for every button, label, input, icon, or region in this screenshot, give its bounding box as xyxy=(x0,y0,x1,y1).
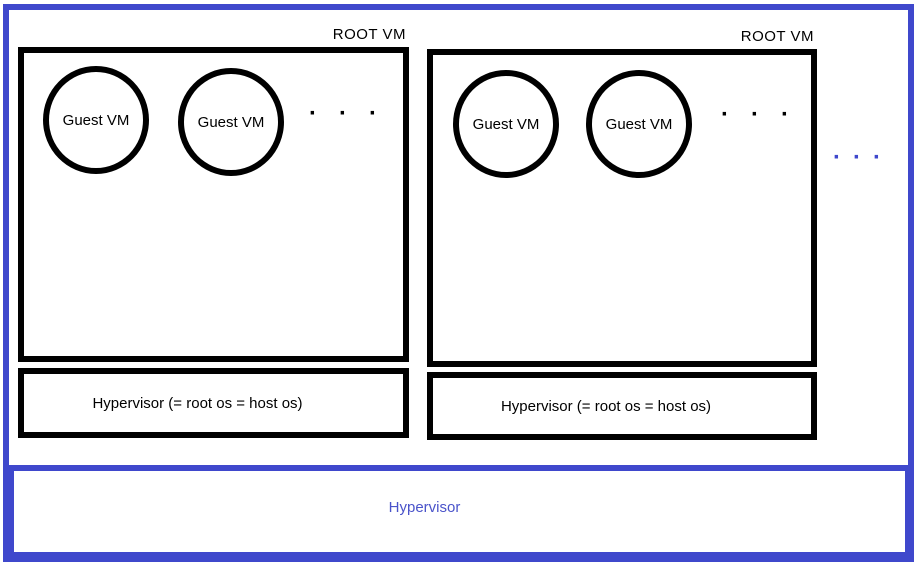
guest-vm-label: Guest VM xyxy=(472,115,540,133)
root-vm-main-area: Guest VM Guest VM ··· xyxy=(427,49,817,367)
root-vm-main-area: Guest VM Guest VM ··· xyxy=(18,47,409,362)
guest-vm-label: Guest VM xyxy=(605,115,673,133)
more-guests-ellipsis: ··· xyxy=(309,100,399,127)
root-hypervisor-box: Hypervisor (= root os = host os) xyxy=(18,368,409,438)
guest-vm-circle: Guest VM xyxy=(453,70,559,178)
guest-vm-circle: Guest VM xyxy=(178,68,284,176)
guest-vm-label: Guest VM xyxy=(197,113,265,131)
host-hypervisor-label: Hypervisor xyxy=(388,499,461,516)
guest-vm-label: Guest VM xyxy=(62,111,130,129)
guest-vm-circle: Guest VM xyxy=(586,70,692,178)
root-hypervisor-box: Hypervisor (= root os = host os) xyxy=(427,372,817,440)
host-machine-frame xyxy=(3,4,914,562)
host-hypervisor-box: Hypervisor xyxy=(8,465,911,558)
guest-vm-circle: Guest VM xyxy=(43,66,149,174)
root-vm-label: ROOT VM xyxy=(740,28,814,45)
root-hypervisor-label: Hypervisor (= root os = host os) xyxy=(92,394,303,412)
root-vm-label: ROOT VM xyxy=(332,26,406,43)
root-vm-box-1: ROOT VM Guest VM Guest VM ··· Hypervisor… xyxy=(18,26,409,438)
root-vm-box-2: ROOT VM Guest VM Guest VM ··· Hypervisor… xyxy=(427,26,817,440)
root-hypervisor-label: Hypervisor (= root os = host os) xyxy=(500,397,712,415)
more-guests-ellipsis: ··· xyxy=(721,101,811,128)
more-root-vms-ellipsis: ··· xyxy=(833,144,893,171)
